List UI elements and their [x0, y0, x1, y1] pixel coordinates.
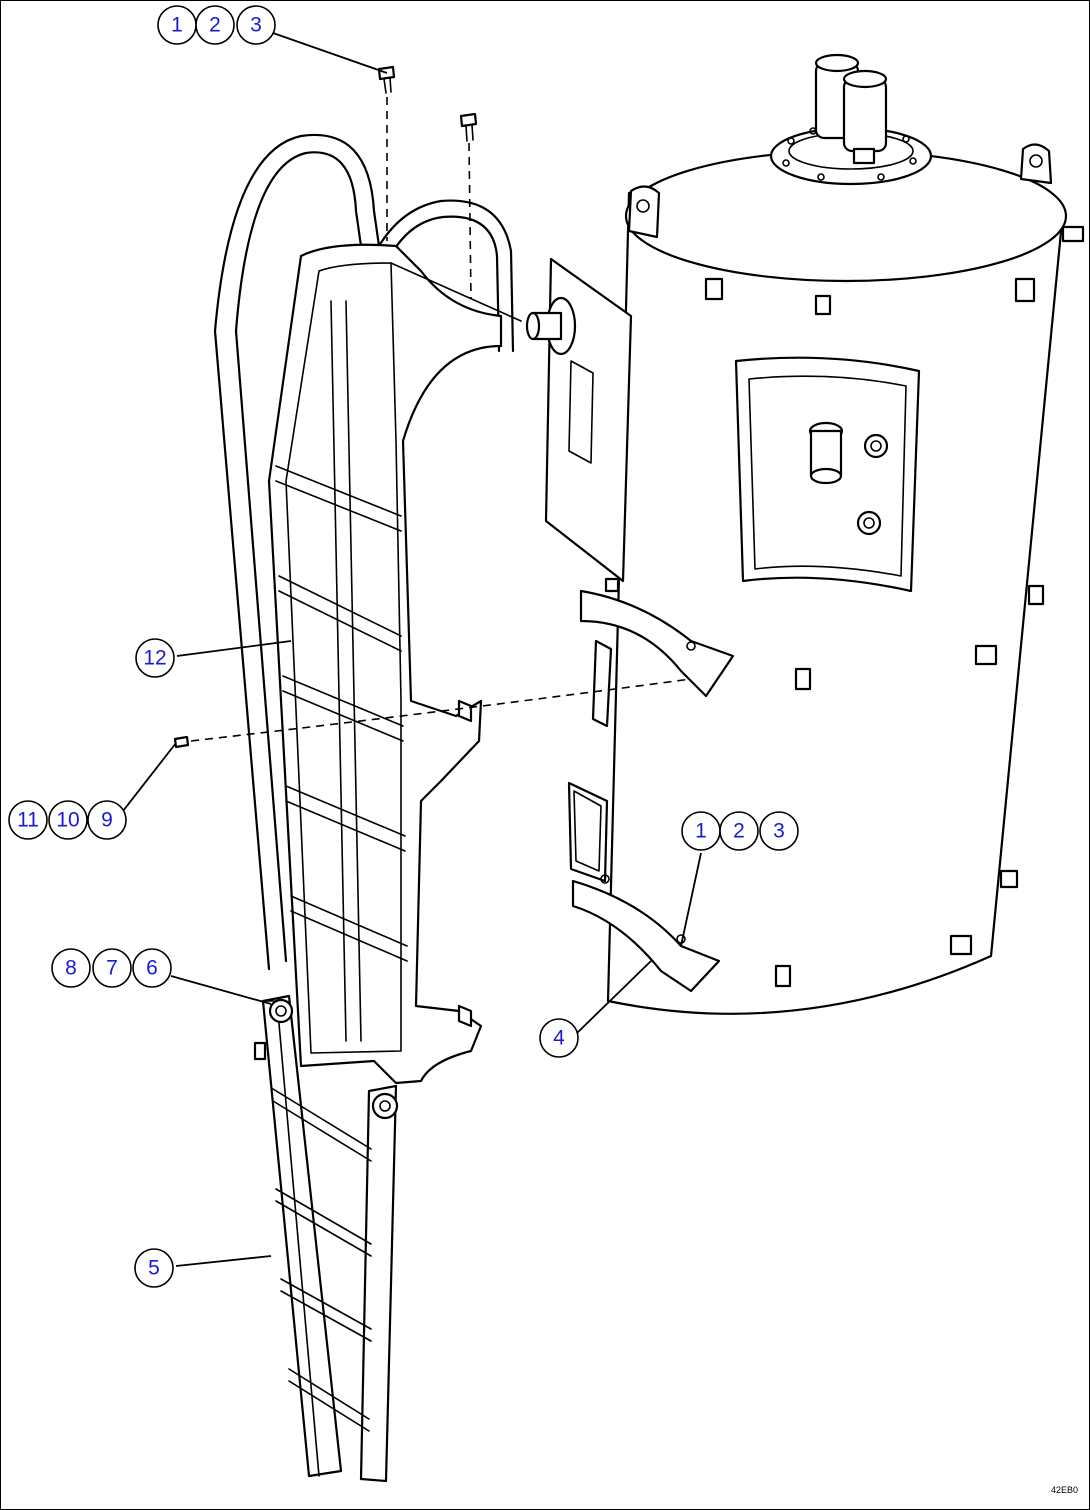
callout-label: 2 [209, 14, 221, 37]
drawing-code: 42EB0 [1051, 1485, 1078, 1495]
callout-11-10-9: 11 10 9 [8, 800, 127, 840]
callout-label: 8 [65, 957, 77, 980]
callout-1-2-3-middle: 1 2 3 [681, 811, 799, 851]
callout-label: 9 [101, 809, 113, 832]
callout-label: 3 [773, 820, 785, 843]
callout-label: 4 [553, 1027, 565, 1050]
lower-ladder [253, 994, 399, 1483]
callout-label: 7 [106, 957, 118, 980]
callout-label: 11 [17, 809, 39, 832]
callout-5: 5 [134, 1248, 174, 1288]
callout-4: 4 [539, 1018, 579, 1058]
callout-12: 12 [135, 638, 175, 678]
upper-ladder [213, 133, 522, 1085]
callout-label: 1 [695, 820, 707, 843]
callout-label: 2 [733, 820, 745, 843]
callout-label: 1 [171, 14, 183, 37]
callout-1-2-3-top: 1 2 3 [157, 5, 276, 45]
callout-label: 10 [56, 809, 79, 832]
tank [525, 53, 1085, 1015]
callout-label: 3 [250, 14, 262, 37]
callout-label: 5 [148, 1257, 160, 1280]
callout-8-7-6: 8 7 6 [51, 948, 172, 988]
callout-label: 6 [146, 957, 158, 980]
callout-label: 12 [143, 647, 166, 670]
